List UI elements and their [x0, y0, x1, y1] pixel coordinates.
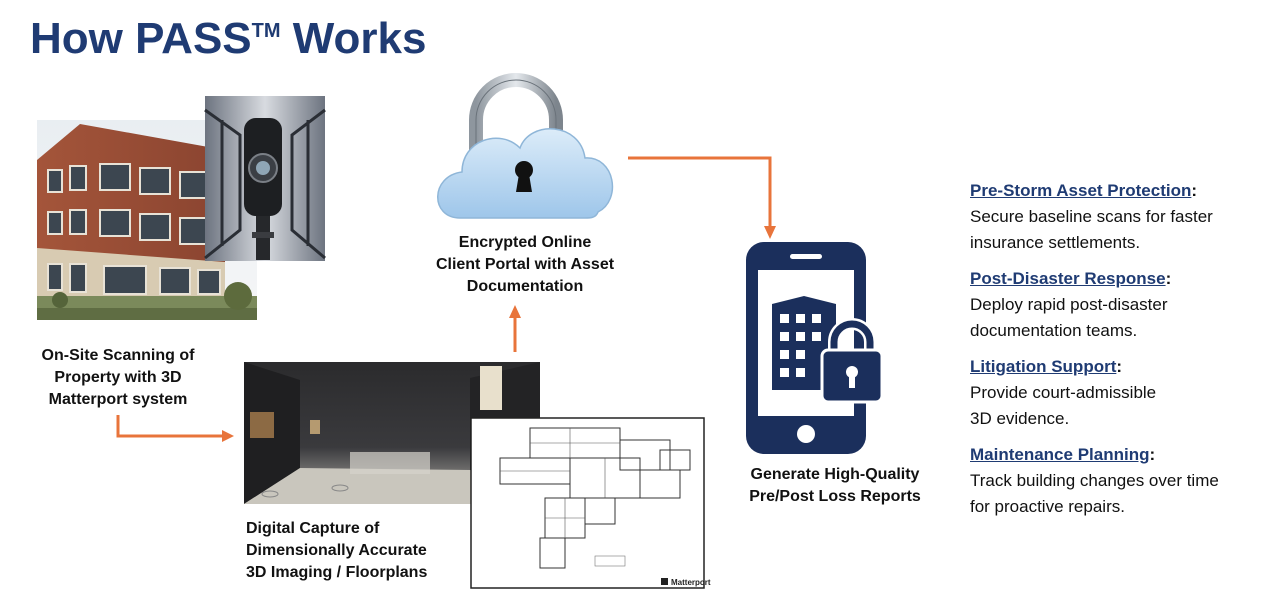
arrow-head-right [222, 430, 234, 442]
keyhole-icon [515, 161, 533, 192]
phone-icon [746, 242, 884, 454]
caption-capture: Digital Capture of Dimensionally Accurat… [246, 520, 428, 581]
floorplan-brand: Matterport [671, 578, 711, 587]
page-title: How PASSTM Works [30, 14, 427, 63]
arrow-head-down [764, 226, 776, 239]
benefit-item: Maintenance Planning: Track building cha… [970, 445, 1219, 516]
arrow-head-up [509, 305, 521, 318]
caption-portal: Encrypted Online Client Portal with Asse… [435, 234, 615, 295]
padlock-icon [820, 318, 884, 404]
benefits-list: Pre-Storm Asset Protection: Secure basel… [970, 178, 1260, 530]
benefit-link-maintenance[interactable]: Maintenance Planning [970, 445, 1150, 464]
cloud-lock-icon [437, 73, 614, 219]
benefit-link-litigation[interactable]: Litigation Support [970, 357, 1117, 376]
matterport-logo-icon [661, 578, 668, 585]
caption-scan: On-Site Scanning of Property with 3D Mat… [41, 347, 195, 408]
camera-photo [204, 96, 326, 261]
benefit-link-pre-storm[interactable]: Pre-Storm Asset Protection [970, 181, 1192, 200]
caption-reports: Generate High-Quality Pre/Post Loss Repo… [749, 466, 921, 505]
benefit-item: Pre-Storm Asset Protection: Secure basel… [970, 181, 1213, 252]
benefit-link-post-disaster[interactable]: Post-Disaster Response [970, 269, 1166, 288]
benefit-item: Post-Disaster Response: Deploy rapid pos… [970, 269, 1172, 340]
flow-arrows [116, 156, 772, 438]
benefit-item: Litigation Support: Provide court-admiss… [970, 357, 1157, 428]
floorplan-image: Matterport [470, 417, 711, 589]
